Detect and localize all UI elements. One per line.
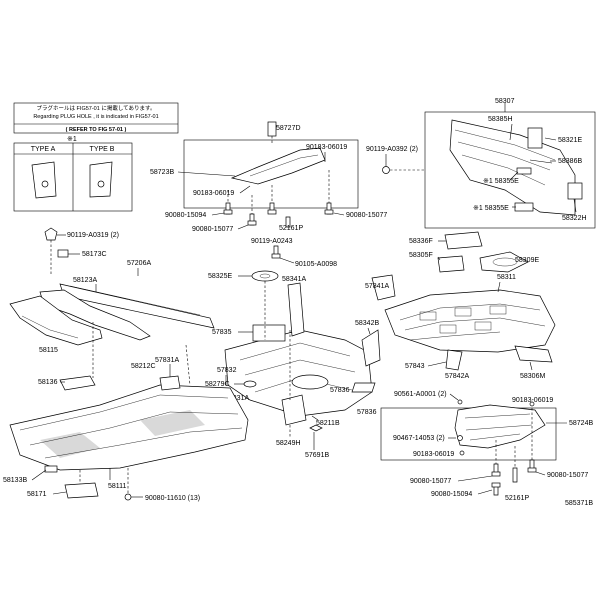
marker-1: ※1 [67,136,77,143]
label-90080-15077-4[interactable]: 90080-15077 [547,472,588,479]
label-52161P-1[interactable]: 52161P [279,225,303,232]
rear-floor-58311 [371,231,556,371]
label-58305F[interactable]: 58305F [409,252,433,259]
label-58212C[interactable]: 58212C [131,363,156,370]
label-58724B[interactable]: 58724B [569,420,593,427]
label-57206A[interactable]: 57206A [127,260,151,267]
label-58723B[interactable]: 58723B [150,169,174,176]
label-90561[interactable]: 90561-A0001 (2) [394,391,447,398]
figure-number: 585371B [565,500,593,507]
label-58325E[interactable]: 58325E [208,273,232,280]
bracket-58341A [287,282,305,337]
label-90080-11610[interactable]: 90080-11610 (13) [145,495,200,502]
center-floor-pan [224,282,373,417]
label-90183-1[interactable]: 90183-06019 [306,144,347,151]
label-57691B[interactable]: 57691B [305,452,329,459]
label-58727D[interactable]: 58727D [276,125,301,132]
label-58279C[interactable]: 58279C [205,381,230,388]
dash-panel-inset [424,103,596,229]
label-58355E-2[interactable]: ※1 58355E [473,205,509,212]
label-58341A[interactable]: 58341A [282,276,306,283]
label-58211B[interactable]: 58211B [316,420,340,427]
label-57843[interactable]: 57843 [405,363,425,370]
label-90105-A0098[interactable]: 90105-A0098 [295,261,337,268]
label-58306M[interactable]: 58306M [520,373,545,380]
label-58321E[interactable]: 58321E [558,137,582,144]
type-b-label: TYPE B [90,146,115,153]
label-58311[interactable]: 58311 [497,274,516,281]
floor-front-58115 [9,295,103,346]
label-58355E-1[interactable]: ※1 58355E [483,178,519,185]
label-90119-A0319[interactable]: 90119-A0319 (2) [67,232,119,239]
label-58123A[interactable]: 58123A [73,277,97,284]
label-57831A-2[interactable]: 57831A [225,395,249,402]
bracket-58171 [64,482,99,499]
insulator-58727D [267,121,277,137]
label-52161P-2[interactable]: 52161P [505,495,529,502]
label-58386B[interactable]: 58386B [558,158,582,165]
rear-cover-inset [380,399,557,461]
label-90183-4[interactable]: 90183-06019 [413,451,454,458]
label-57832[interactable]: 57832 [217,367,237,374]
note-line-2: Regarding PLUG HOLE , it is indicated in… [33,114,158,120]
bolt-90119-A0319 [44,227,58,241]
label-90080-15077-3[interactable]: 90080-15077 [410,478,451,485]
label-90080-15077-1[interactable]: 90080-15077 [192,226,233,233]
note-box: プラグホールは FIG57-01 に掲載してあります。 Regarding PL… [13,102,179,134]
note-refer[interactable]: ( REFER TO FIG 57-01 ) [66,127,127,133]
label-57831A-1[interactable]: 57831A [155,357,179,364]
label-58111[interactable]: 58111 [108,483,127,490]
label-57841A[interactable]: 57841A [365,283,389,290]
label-58336F[interactable]: 58336F [409,238,433,245]
center-cover-inset [183,121,359,209]
label-58115[interactable]: 58115 [39,347,58,354]
label-58173C[interactable]: 58173C [82,251,107,258]
label-58136[interactable]: 58136 [38,379,58,386]
bolts-rear [491,459,537,496]
label-57842A[interactable]: 57842A [445,373,469,380]
bracket-58136 [59,375,96,391]
label-58249H[interactable]: 58249H [276,440,301,447]
plug-58325E [251,270,279,282]
label-90467[interactable]: 90467-14053 (2) [393,435,445,442]
label-90119-A0392[interactable]: 90119-A0392 (2) [366,146,418,153]
label-58309E[interactable]: 58309E [515,257,539,264]
label-90119-A0243[interactable]: 90119-A0243 [251,238,293,245]
label-90080-15077-2[interactable]: 90080-15077 [346,212,387,219]
bolt-90119-A0392 [382,166,390,174]
label-90080-15094-1[interactable]: 90080-15094 [165,212,206,219]
label-58133B[interactable]: 58133B [3,477,27,484]
label-90183-2[interactable]: 90183-06019 [193,190,234,197]
crossmember-57835 [252,324,286,342]
note-line-1: プラグホールは FIG57-01 に掲載してあります。 [37,104,156,112]
label-57836[interactable]: 57836 [330,387,350,394]
type-box: TYPE A TYPE B [13,142,133,212]
bolts-center [223,202,334,259]
label-58171[interactable]: 58171 [27,491,47,498]
label-58307[interactable]: 58307 [495,98,515,105]
label-90183-3[interactable]: 90183-06019 [512,397,553,404]
label-90080-15094-2[interactable]: 90080-15094 [431,491,472,498]
pad-58336F [444,231,483,250]
label-58342B[interactable]: 58342B [355,320,379,327]
label-57836-b[interactable]: 57836 [357,409,377,416]
label-58322H[interactable]: 58322H [562,215,587,222]
main-floor-58111 [9,375,249,499]
spare-pan-58309E [479,251,529,273]
pad-58305F [437,255,465,273]
type-a-label: TYPE A [31,146,56,153]
label-57835[interactable]: 57835 [212,329,232,336]
label-58385H[interactable]: 58385H [488,116,513,123]
type-a-bracket [31,161,57,199]
type-b-bracket [89,161,113,198]
